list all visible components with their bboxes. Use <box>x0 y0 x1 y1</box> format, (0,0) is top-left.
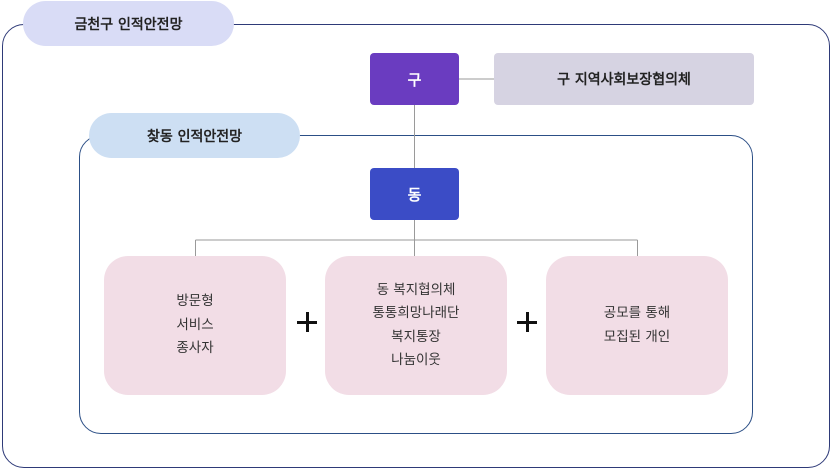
dong-node: 동 <box>370 168 459 220</box>
card-line: 동 복지협의체 <box>376 281 456 298</box>
inner-section-label: 찾동 인적안전망 <box>89 113 300 158</box>
outer-section-label: 금천구 인적안전망 <box>23 1 234 46</box>
card-line: 방문형 <box>176 293 214 310</box>
council-node: 구 지역사회보장협의체 <box>494 53 754 105</box>
plus-icon <box>295 310 319 334</box>
plus-icon <box>515 310 539 334</box>
inner-frame <box>79 135 753 434</box>
gu-node: 구 <box>370 53 459 105</box>
card-recruited-individuals: 공모를 통해 모집된 개인 <box>546 256 728 395</box>
card-visiting-service: 방문형 서비스 종사자 <box>104 256 286 395</box>
card-line: 모집된 개인 <box>603 328 671 345</box>
card-line: 종사자 <box>176 340 214 357</box>
card-line: 서비스 <box>176 316 214 333</box>
card-line: 공모를 통해 <box>603 305 671 321</box>
outer-frame <box>2 24 830 468</box>
card-line: 나눔이웃 <box>391 352 441 368</box>
card-line: 복지통장 <box>391 328 441 345</box>
card-line: 통통희망나래단 <box>372 305 460 321</box>
card-dong-council: 동 복지협의체 통통희망나래단 복지통장 나눔이웃 <box>325 256 507 395</box>
